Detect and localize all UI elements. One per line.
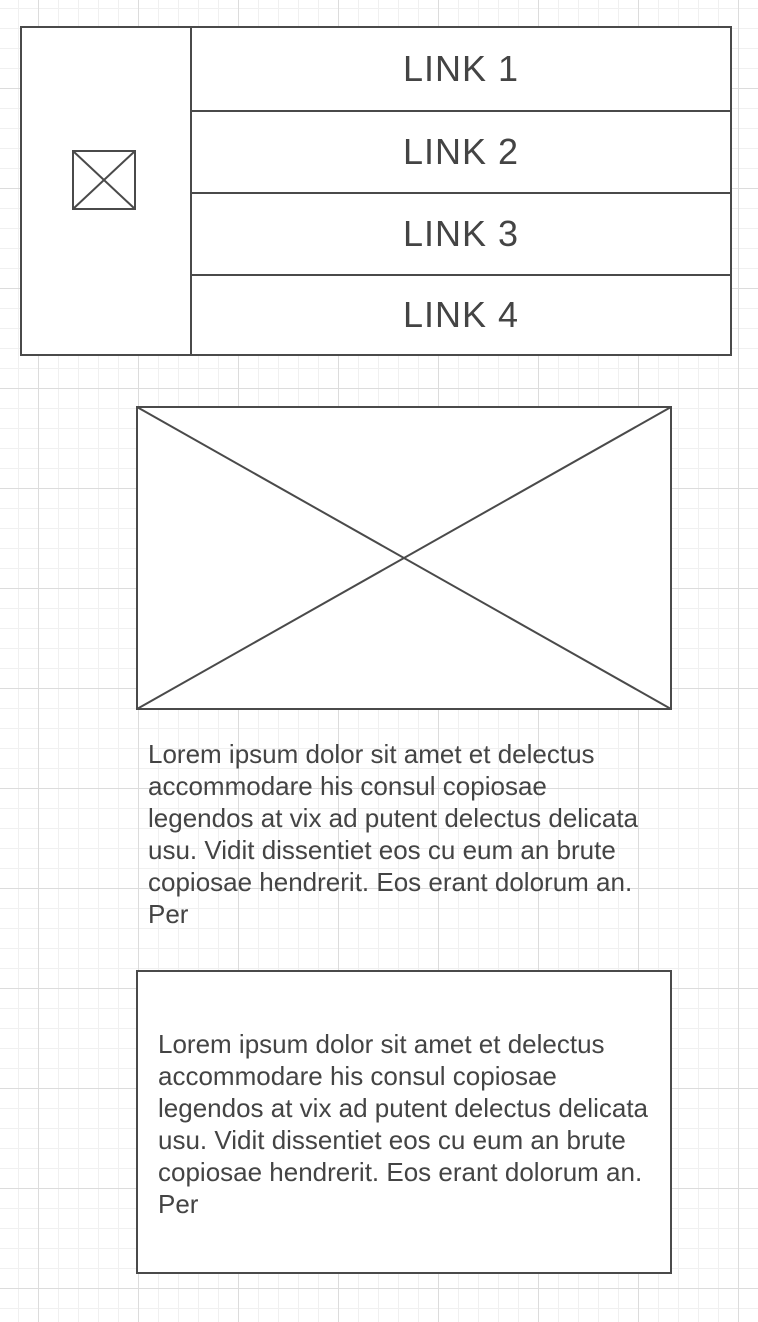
nav-link-4[interactable]: LINK 4 (192, 274, 730, 354)
body-paragraph: Lorem ipsum dolor sit amet et delectus a… (148, 739, 639, 929)
text-box: Lorem ipsum dolor sit amet et delectus a… (136, 970, 672, 1274)
hero-image-placeholder-icon (136, 406, 672, 710)
nav-link-2[interactable]: LINK 2 (192, 110, 730, 192)
header: LINK 1 LINK 2 LINK 3 LINK 4 (20, 26, 732, 356)
nav-link-3[interactable]: LINK 3 (192, 192, 730, 274)
nav-link-1[interactable]: LINK 1 (402, 48, 520, 89)
nav-links: LINK 1 LINK 2 LINK 3 LINK 4 (192, 28, 730, 354)
logo-cell (22, 28, 192, 354)
image-placeholder-icon (72, 150, 136, 210)
text-box-content: Lorem ipsum dolor sit amet et delectus a… (158, 1029, 649, 1219)
